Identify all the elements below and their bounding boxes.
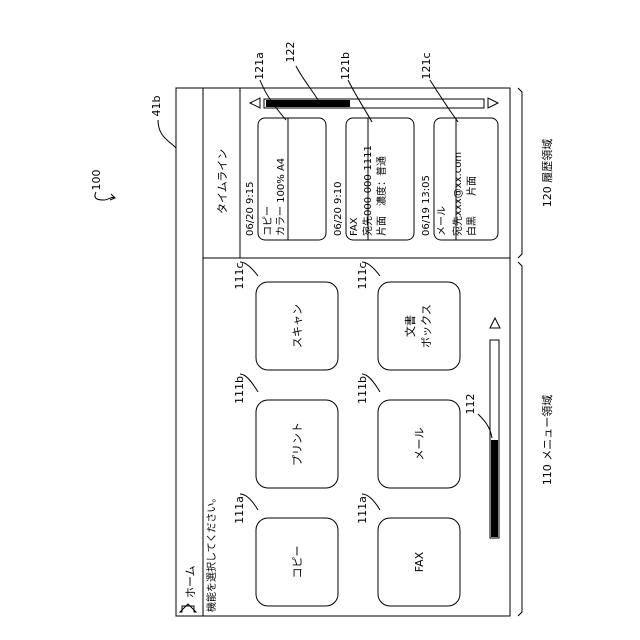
- timeline-scrollbar[interactable]: [250, 98, 498, 108]
- tile-col-c-label: 111c: [233, 262, 246, 289]
- tile-col-b-label: 111b: [356, 376, 369, 404]
- entry-line: 片面 濃度：普通: [375, 156, 388, 236]
- tile-label: プリント: [291, 422, 304, 466]
- tile-label: メール: [413, 428, 426, 461]
- device-label: 100: [90, 170, 103, 191]
- menu-scroll-up-arrow[interactable]: [490, 318, 500, 328]
- tile-label: コピー: [291, 546, 304, 579]
- entry-line: 宛先000-000-1111: [361, 145, 374, 236]
- timeline-scroll-thumb[interactable]: [266, 100, 350, 107]
- timeline-scroll-left-arrow[interactable]: [250, 98, 260, 108]
- tile-col-a-label: 111a: [356, 496, 369, 524]
- home-icon: [180, 604, 196, 612]
- timeline-entry[interactable]: 06/20 9:15 コピー カラー 100% A4: [245, 118, 326, 240]
- entry-timestamp: 06/19 13:05: [421, 175, 432, 236]
- entry-line: カラー 100% A4: [275, 158, 287, 236]
- document-box-tile[interactable]: 文書 ボックス: [378, 282, 460, 370]
- timeline-entry[interactable]: 06/20 9:10 FAX 宛先000-000-1111 片面 濃度：普通: [333, 118, 414, 240]
- screen-leader: [158, 120, 176, 148]
- tile-col-a-label: 111a: [233, 496, 246, 524]
- menu-area-label: 110 メニュー領域: [540, 395, 554, 486]
- mail-tile[interactable]: メール: [378, 400, 460, 488]
- entry-line: 白黒 片面: [465, 176, 478, 236]
- menu-scrollbar[interactable]: [490, 318, 500, 538]
- scan-tile[interactable]: スキャン: [256, 282, 338, 370]
- tile-label: ボックス: [420, 304, 433, 348]
- tile-col-b-label: 111b: [233, 376, 246, 404]
- home-title-text: ホーム: [184, 565, 197, 598]
- entry-timestamp: 06/20 9:10: [333, 182, 344, 236]
- menu-scrollbar-label: 112: [464, 394, 477, 415]
- entry-c-label: 121c: [420, 52, 433, 79]
- history-area-brace: [518, 88, 522, 258]
- entry-line: コピー: [262, 206, 274, 236]
- entry-line: メール: [437, 206, 448, 236]
- entry-a-label: 121a: [253, 52, 266, 80]
- timeline-scroll-right-arrow[interactable]: [488, 98, 498, 108]
- tile-col-c-label: 111c: [356, 262, 369, 289]
- screen-label: 41b: [150, 95, 163, 116]
- menu-area-brace: [518, 262, 522, 616]
- entry-line: 宛先xxx@xx.com: [451, 152, 464, 236]
- menu-scroll-thumb[interactable]: [491, 440, 498, 537]
- entry-line: FAX: [349, 217, 360, 236]
- instruction-text: 機能を選択してください。: [205, 493, 218, 612]
- fax-tile[interactable]: FAX: [378, 518, 460, 606]
- print-tile[interactable]: プリント: [256, 400, 338, 488]
- history-area-label: 120 履歴領域: [540, 139, 554, 208]
- device-leader: [95, 192, 114, 200]
- home-title: ホーム: [180, 565, 197, 612]
- tile-label: FAX: [413, 551, 426, 572]
- tile-label: 文書: [403, 315, 417, 337]
- entry-timestamp: 06/20 9:15: [245, 182, 256, 236]
- timeline-entry[interactable]: 06/19 13:05 メール 宛先xxx@xx.com 白黒 片面: [421, 118, 498, 240]
- tile-label: スキャン: [291, 304, 304, 348]
- timeline-scrollbar-label: 122: [284, 42, 297, 63]
- copy-tile[interactable]: コピー: [256, 518, 338, 606]
- entry-b-label: 121b: [339, 52, 352, 80]
- timeline-title: タイムライン: [216, 149, 229, 214]
